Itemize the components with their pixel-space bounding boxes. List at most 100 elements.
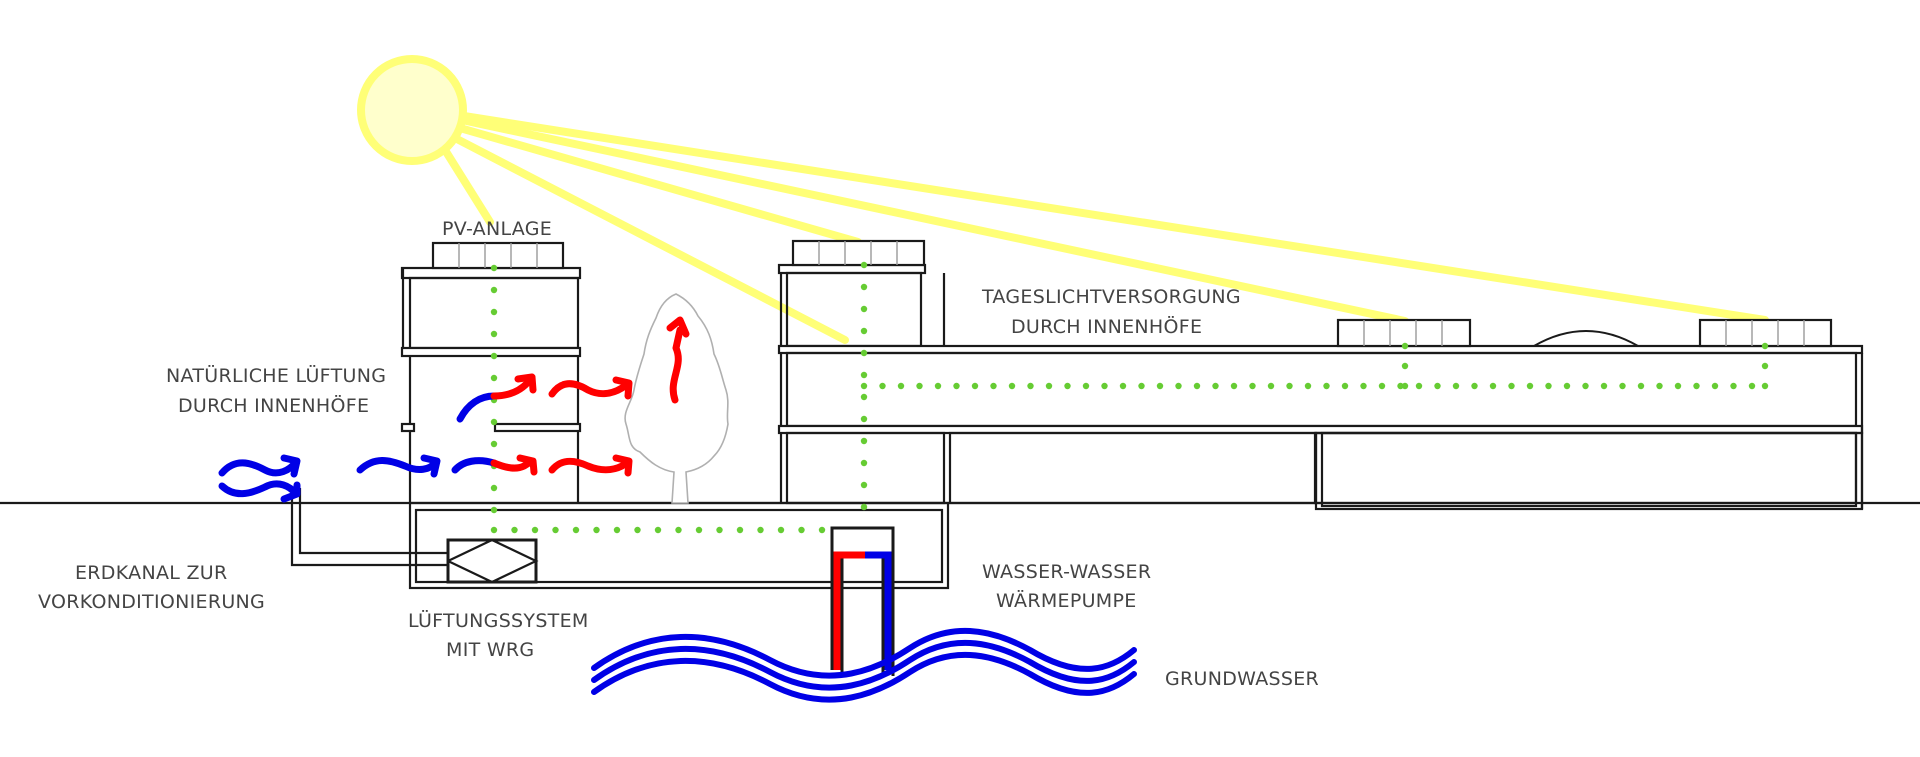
power-dot xyxy=(716,526,723,534)
pv-panel-array xyxy=(431,241,565,270)
power-dot xyxy=(490,418,498,426)
power-dot xyxy=(1452,382,1460,390)
power-dot xyxy=(695,526,703,534)
skylight-dome xyxy=(1533,330,1639,347)
power-dot xyxy=(490,308,498,316)
power-dot xyxy=(1045,382,1053,390)
power-dot xyxy=(1434,382,1441,390)
power-dot xyxy=(1761,382,1769,390)
label-lueftung-2: DURCH INNENHÖFE xyxy=(178,394,369,417)
power-dot xyxy=(1175,382,1182,390)
power-dot xyxy=(1138,382,1145,390)
power-dot xyxy=(1027,382,1034,390)
power-dot xyxy=(1323,382,1330,390)
daylight-rays xyxy=(441,112,1769,344)
power-dot xyxy=(1600,382,1608,390)
power-dot xyxy=(1761,342,1769,350)
power-dot xyxy=(1401,362,1409,370)
power-dot xyxy=(1489,382,1497,390)
power-dot xyxy=(860,481,868,489)
power-dot xyxy=(490,506,498,514)
power-dot xyxy=(879,382,886,390)
power-dot xyxy=(860,371,868,379)
power-dot xyxy=(1230,382,1238,390)
power-dot xyxy=(818,526,826,534)
power-dot xyxy=(1545,382,1552,390)
tower-roof-slab xyxy=(400,266,582,280)
power-dot xyxy=(990,382,997,390)
pv-panel-array-right2 xyxy=(1698,318,1833,348)
power-dot xyxy=(860,349,868,357)
power-dot xyxy=(1656,382,1663,390)
power-dot xyxy=(1748,382,1756,390)
label-tageslicht-2: DURCH INNENHÖFE xyxy=(1011,315,1202,338)
label-pv-anlage: PV-ANLAGE xyxy=(442,218,552,240)
power-dot xyxy=(1286,382,1293,390)
power-dot xyxy=(798,526,805,534)
power-dot xyxy=(675,526,682,534)
power-dot xyxy=(1341,382,1349,390)
power-dot xyxy=(531,526,539,534)
power-dot xyxy=(897,382,905,390)
power-dot xyxy=(953,382,960,390)
power-dot xyxy=(1212,382,1219,390)
label-waermepumpe-1: WASSER-WASSER xyxy=(982,561,1151,583)
power-dot xyxy=(1304,382,1312,390)
power-dot xyxy=(860,503,868,511)
ray-pv-left xyxy=(441,146,494,226)
power-dot xyxy=(1360,382,1367,390)
green-dotted-power-line xyxy=(490,261,1769,534)
power-dot xyxy=(490,264,498,272)
power-dot xyxy=(1415,382,1423,390)
label-lueftung-1: NATÜRLICHE LÜFTUNG xyxy=(166,364,386,387)
heat-pump-loop xyxy=(830,526,895,676)
sun-icon xyxy=(357,55,467,165)
power-dot xyxy=(490,330,498,338)
power-dot xyxy=(736,526,744,534)
power-dot xyxy=(1064,382,1071,390)
power-dot xyxy=(490,440,498,448)
power-dot xyxy=(1563,382,1571,390)
power-dot xyxy=(1693,382,1700,390)
power-dot xyxy=(1508,382,1515,390)
heat-recovery-unit xyxy=(446,538,539,584)
power-dot xyxy=(860,283,868,291)
power-dot xyxy=(654,526,662,534)
power-dot xyxy=(777,526,785,534)
middle-building xyxy=(777,263,1864,511)
power-dot xyxy=(860,415,868,423)
power-dot xyxy=(1156,382,1164,390)
power-dot xyxy=(1267,382,1275,390)
power-dot xyxy=(1082,382,1090,390)
power-dot xyxy=(1378,382,1386,390)
power-dot xyxy=(1193,382,1201,390)
ray-pv-right1 xyxy=(458,116,1409,325)
power-dot xyxy=(490,286,498,294)
power-dot xyxy=(971,382,979,390)
label-tageslicht-1: TAGESLICHTVERSORGUNG xyxy=(981,286,1241,308)
power-dot xyxy=(1674,382,1682,390)
power-dot xyxy=(1471,382,1478,390)
label-lueftungssystem-1: LÜFTUNGSSYSTEM xyxy=(408,609,589,632)
power-dot xyxy=(860,393,868,401)
red-air-flow-arrows xyxy=(490,316,690,477)
left-tower xyxy=(400,266,582,503)
power-dot xyxy=(1637,382,1645,390)
power-dot xyxy=(634,526,641,534)
power-dot xyxy=(593,526,600,534)
power-dot xyxy=(1582,382,1589,390)
power-dot xyxy=(490,526,498,534)
ray-pv-middle xyxy=(456,124,862,246)
power-dot xyxy=(1526,382,1534,390)
power-dot xyxy=(1401,382,1409,390)
label-waermepumpe-2: WÄRMEPUMPE xyxy=(996,589,1137,612)
label-erdkanal-1: ERDKANAL ZUR xyxy=(75,562,228,584)
power-dot xyxy=(1119,382,1127,390)
power-dot xyxy=(1397,382,1404,390)
pv-panel-array-middle xyxy=(791,239,926,267)
power-dot xyxy=(1761,362,1769,370)
power-dot xyxy=(490,352,498,360)
power-dot xyxy=(860,382,868,390)
label-erdkanal-2: VORKONDITIONIERUNG xyxy=(38,591,265,613)
pv-panel-array-right1 xyxy=(1336,318,1472,348)
